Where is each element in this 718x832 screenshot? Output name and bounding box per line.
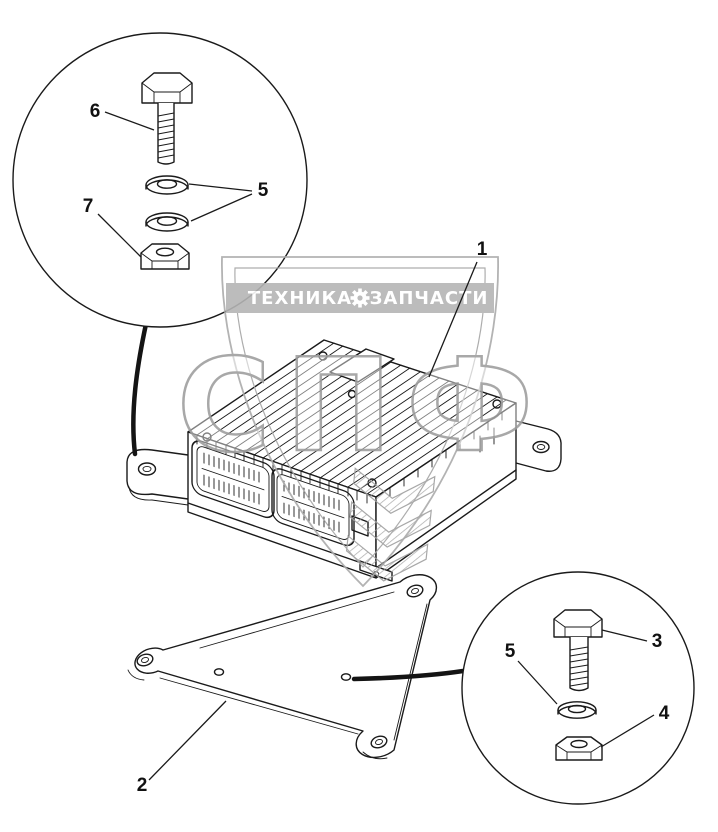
- ecu-corner-screw-2: [318, 351, 328, 361]
- ecu-flange-left-hole-inner: [142, 465, 152, 473]
- part-label-6: 6: [90, 101, 101, 122]
- leader-part7: [97, 213, 142, 258]
- bracket-outline: [134, 574, 438, 759]
- bracket-hole-top-right: [406, 584, 424, 598]
- leader-part5-lower: [517, 660, 558, 705]
- flat-washer-part5-lower: [557, 701, 597, 719]
- gear-icon: [350, 288, 370, 308]
- connector-1-pins-row1: [203, 452, 260, 483]
- hex-bolt-part6: [141, 72, 193, 165]
- washer5b-hole: [567, 704, 587, 714]
- bolt6-head: [141, 72, 193, 104]
- gear-hub: [357, 295, 363, 301]
- ecu-top-port: [347, 389, 357, 399]
- leader-part5-upper: [188, 183, 253, 222]
- watermark-big-letters: СПФ: [177, 332, 547, 481]
- ecu-corner-screw-3: [492, 399, 502, 409]
- bracket-hole-bottom-inner: [375, 739, 383, 745]
- washer5-lower-outer: [145, 212, 189, 232]
- bolt6-head-facets: [141, 82, 193, 104]
- bracket-hole-left-inner: [141, 657, 149, 663]
- part-label-5-lower: 5: [505, 641, 516, 662]
- bracket-small-hole-left: [213, 668, 225, 676]
- bracket-hole-bottom: [370, 735, 388, 749]
- nut7-hole: [155, 247, 175, 257]
- bolt3-head-facets: [553, 618, 603, 638]
- watermark-banner-text-left: ТЕХНИКА: [248, 288, 352, 309]
- nut4-hole: [570, 739, 588, 749]
- connector-2-divider: [281, 495, 345, 519]
- ecu-mount-flange-right: [515, 420, 562, 472]
- ecu-flange-left-hole: [137, 462, 157, 476]
- leader-part6: [104, 111, 155, 131]
- washer5-upper-outer: [145, 175, 189, 195]
- ecu-flange-right-hole: [532, 440, 550, 454]
- bolt6-shaft: [157, 103, 175, 165]
- washer5-lower-hole: [156, 216, 178, 226]
- nut4-facets: [555, 744, 603, 761]
- bracket-hole-left: [136, 653, 154, 667]
- ecu-side-slots: [479, 427, 495, 453]
- leader-part3: [601, 629, 648, 642]
- watermark-shield-outer: [221, 256, 499, 588]
- connector-1-divider: [201, 467, 265, 491]
- bolt3-head: [553, 609, 603, 638]
- watermark-shield-inner: [234, 267, 486, 568]
- flat-washers-part5: [145, 175, 189, 232]
- connector-2-pins-row1: [283, 480, 340, 511]
- ecu-label-sticker: [329, 348, 395, 383]
- ecu-connector-1: [191, 440, 275, 519]
- bolt3-shaft: [569, 637, 589, 692]
- hex-nut-part7: [140, 243, 190, 270]
- bracket-small-hole-right: [340, 673, 352, 681]
- washer5-upper-hole: [156, 179, 178, 189]
- leader-part1: [428, 261, 478, 378]
- connector-1-inner: [196, 446, 270, 512]
- leader-thick-bottom: [351, 668, 466, 682]
- part-label-4: 4: [659, 703, 670, 724]
- bolt6-threads: [157, 112, 175, 159]
- ecu-flange-right-hole-inner: [536, 444, 546, 450]
- connector-1-shell: [191, 440, 275, 519]
- nut7-facets: [140, 252, 190, 270]
- ecu-corner-screw-1: [202, 432, 212, 442]
- hex-nut-part4: [555, 736, 603, 761]
- bolt3-threads: [569, 646, 589, 687]
- part-label-7: 7: [83, 196, 94, 217]
- bracket-hole-top-right-inner: [411, 588, 419, 594]
- chevron-1: [353, 467, 436, 514]
- callout-top-left: 6 5 7: [12, 32, 308, 328]
- part-label-2: 2: [137, 775, 148, 796]
- ecu-mount-flange-left: [126, 448, 189, 500]
- leader-part2: [148, 700, 227, 781]
- mounting-bracket-part2: [127, 574, 438, 760]
- chevron-3: [345, 534, 429, 582]
- watermark-banner-text-right: ЗАПЧАСТИ: [370, 288, 489, 309]
- part-label-5-upper: 5: [258, 180, 269, 201]
- washer5b-outer: [557, 701, 597, 719]
- leader-thick-top: [131, 321, 149, 457]
- leader-part4: [600, 714, 655, 748]
- bracket-thickness-lines: [127, 591, 428, 760]
- ecu-flange-left-thickness: [128, 486, 189, 506]
- part-label-1: 1: [477, 239, 488, 260]
- chevron-2: [349, 500, 432, 548]
- watermark-chevrons: [345, 467, 436, 582]
- callout-bottom-right: 3 5 4: [461, 571, 695, 805]
- ecu-cooling-fins: [196, 342, 507, 495]
- part-label-3: 3: [652, 631, 663, 652]
- ecu-fin-ticks-right: [389, 411, 503, 497]
- ecu-connector-2: [271, 468, 355, 547]
- connector-2-shell: [271, 468, 355, 547]
- hex-bolt-part3: [553, 609, 603, 692]
- connector-1-pins-row2: [203, 474, 260, 505]
- watermark: ТЕХНИКА ЗАПЧАСТИ СПФ: [176, 256, 547, 588]
